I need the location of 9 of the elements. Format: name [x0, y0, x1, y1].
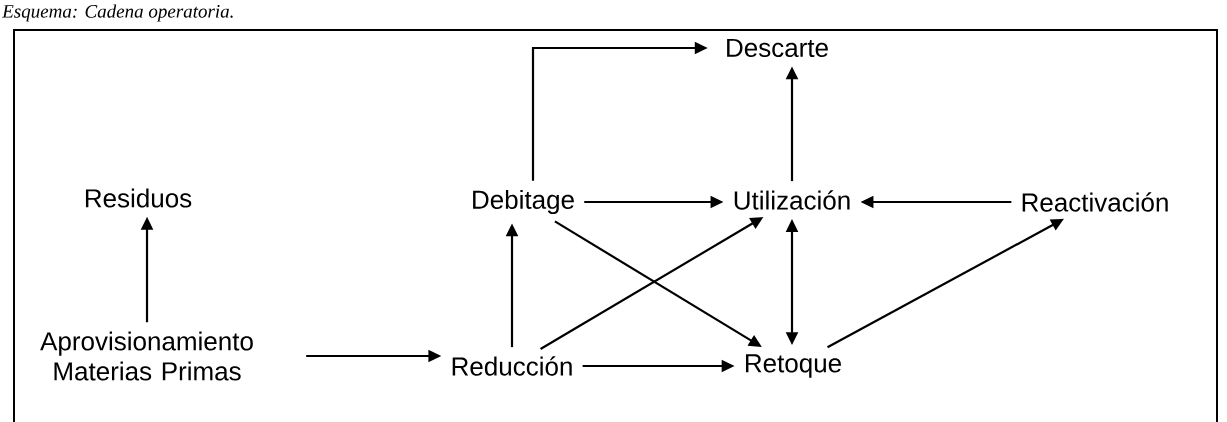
node-label: Reducción: [452, 356, 572, 376]
node-label: Aprovisionamiento Materias Primas: [40, 331, 253, 381]
node-label: Residuos: [85, 188, 192, 208]
node-label: Descarte: [727, 38, 828, 58]
node-label: Reactivación: [1022, 192, 1168, 212]
node-label: Utilización: [734, 190, 850, 210]
title: Esquema: Cadena operatoria.: [2, 4, 233, 22]
node-label: Debitage: [473, 189, 574, 215]
node-label: Retoque: [746, 354, 841, 378]
